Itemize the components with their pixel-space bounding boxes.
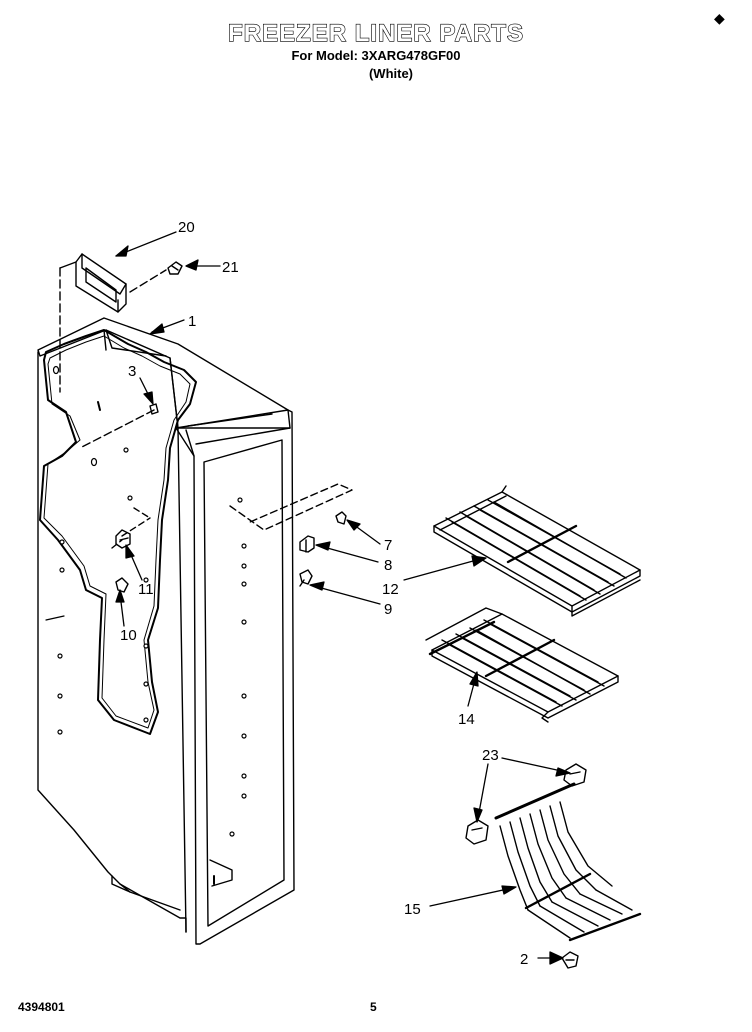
callout-12: 12	[382, 581, 399, 598]
corner-mark: ◆	[714, 10, 725, 26]
callout-3: 3	[128, 363, 136, 380]
part-8-clip	[299, 535, 315, 553]
callout-9: 9	[384, 601, 392, 618]
callout-11: 11	[138, 581, 154, 598]
part-9-clip	[299, 569, 313, 587]
document-number: 4394801	[18, 1000, 65, 1014]
callout-8: 8	[384, 557, 392, 574]
part-15-basket	[494, 782, 642, 942]
callout-2: 2	[520, 951, 528, 968]
callout-21: 21	[222, 259, 239, 276]
part-21-screw	[167, 261, 183, 275]
part-14-shelf	[425, 607, 619, 723]
liner-gasket-outline	[39, 329, 197, 735]
part-7-clip	[335, 511, 347, 525]
part-10-clip	[115, 577, 129, 593]
callout-20: 20	[178, 219, 195, 236]
callout-1: 1	[188, 313, 196, 330]
part-23-clip-right	[563, 763, 587, 787]
part-2-clip	[561, 951, 579, 969]
callout-10: 10	[120, 627, 137, 644]
freezer-liner	[37, 317, 295, 945]
leader-lines	[115, 231, 571, 965]
page-number: 5	[370, 1000, 377, 1014]
page-title: FREEZER LINER PARTS	[227, 19, 524, 47]
part-12-shelf	[433, 485, 641, 617]
color-note: (White)	[368, 66, 414, 81]
part-23-clip-left	[465, 819, 489, 845]
part-11-clip	[115, 529, 131, 549]
part-20-bracket	[59, 253, 127, 313]
model-line: For Model: 3XARG478GF00	[291, 48, 461, 63]
callout-7: 7	[384, 537, 392, 554]
liner-holes	[52, 365, 247, 837]
callout-15: 15	[404, 901, 421, 918]
callout-labels: 20 21 1 3 7 8 12 9 11 10 14 23 15 2	[120, 219, 528, 968]
callout-14: 14	[458, 711, 475, 728]
part-3-fastener	[149, 403, 159, 415]
callout-23: 23	[482, 747, 499, 764]
